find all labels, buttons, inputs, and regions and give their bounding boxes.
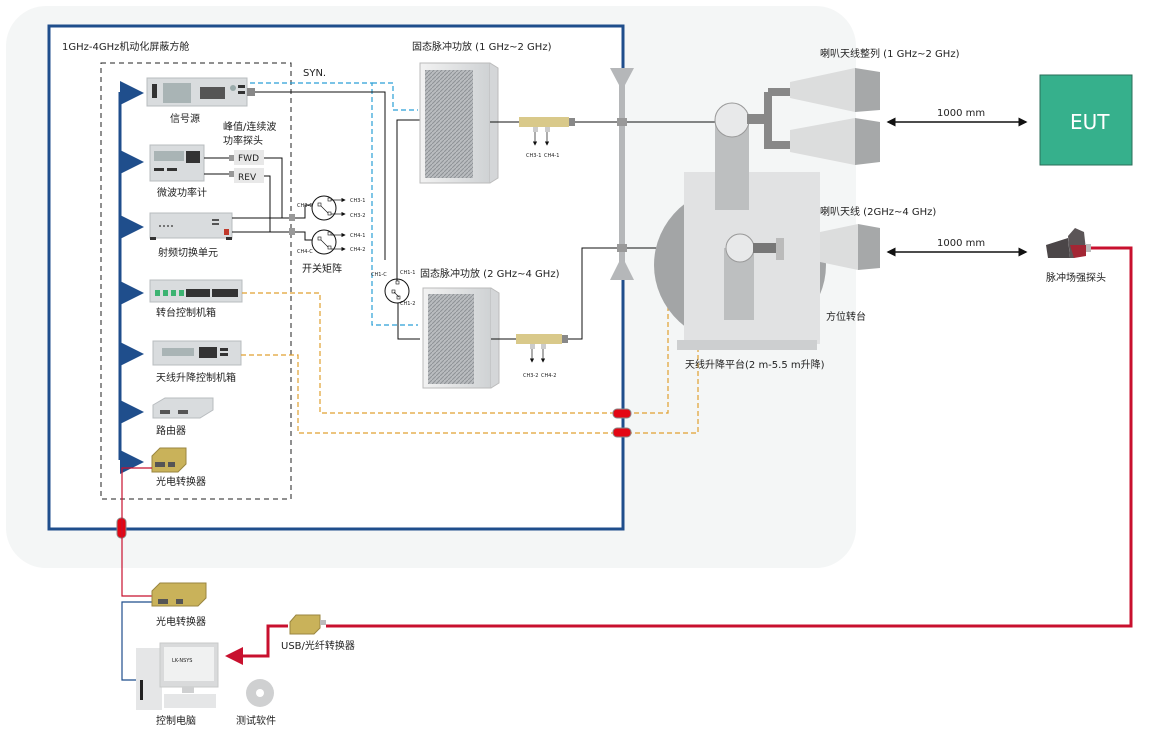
amplifier-2-rack[interactable] bbox=[422, 287, 500, 389]
coupler-1 bbox=[519, 117, 575, 146]
ch1c-label: CH1-C bbox=[371, 272, 387, 278]
fiber-line bbox=[326, 246, 1133, 628]
ch3-2-label: CH3-2 bbox=[350, 213, 365, 219]
field-probe-device[interactable] bbox=[1046, 228, 1091, 258]
horn-array-label: 喇叭天线整列 (1 GHz~2 GHz) bbox=[820, 47, 960, 60]
syn-line bbox=[250, 82, 418, 326]
coupler2-ch-a: CH3-2 bbox=[523, 373, 538, 379]
syn-label: SYN. bbox=[303, 68, 326, 79]
signal-source-device[interactable] bbox=[146, 77, 255, 107]
signal-source-rf-line bbox=[255, 91, 386, 260]
pc-brand-label: LK-NSYS bbox=[172, 658, 193, 664]
chamber-title: 1GHz-4GHz机动化屏蔽方舱 bbox=[62, 40, 189, 53]
usb-fiber-converter-device[interactable] bbox=[289, 614, 326, 635]
control-bus bbox=[118, 81, 144, 474]
lift-platform-label: 天线升降平台(2 m-5.5 m升降) bbox=[685, 358, 825, 371]
usb-fiber-label: USB/光纤转换器 bbox=[281, 639, 355, 652]
control-pc-device[interactable]: LK-NSYS bbox=[136, 642, 219, 710]
rf-switch-unit-label: 射频切换单元 bbox=[158, 246, 218, 259]
signal-source-label: 信号源 bbox=[170, 112, 200, 125]
distance-1-label: 1000 mm bbox=[937, 108, 985, 119]
eut-label: EUT bbox=[1070, 110, 1110, 134]
ch3c-label: CH3-C bbox=[297, 203, 313, 209]
probe-fwd[interactable]: FWD bbox=[204, 150, 264, 165]
switch-ch1[interactable] bbox=[384, 278, 410, 304]
ch1-2-label: CH1-2 bbox=[400, 301, 415, 307]
horn-antenna-array bbox=[790, 68, 880, 165]
router-device[interactable] bbox=[152, 397, 214, 419]
ch1-out2-line bbox=[397, 303, 420, 340]
oe-converter-outside-device[interactable] bbox=[151, 582, 207, 607]
horn-antenna-single bbox=[820, 224, 880, 270]
ch4-2-label: CH4-2 bbox=[350, 247, 365, 253]
mast-lower bbox=[724, 233, 784, 320]
eut-box[interactable]: EUT bbox=[1039, 74, 1133, 166]
amplifier-1-label: 固态脉冲功放 (1 GHz~2 GHz) bbox=[412, 40, 552, 53]
switch-matrix-label: 开关矩阵 bbox=[302, 262, 342, 275]
coupler-2 bbox=[516, 334, 568, 363]
mast-upper bbox=[714, 88, 790, 210]
ethernet-pc-line bbox=[121, 601, 152, 681]
power-probe-label-1: 峰值/连续波 bbox=[223, 120, 276, 133]
ch4-1-label: CH4-1 bbox=[350, 233, 365, 239]
rev-label: REV bbox=[238, 173, 257, 183]
feedthrough-connectors bbox=[116, 408, 632, 539]
coupler1-ch-b: CH4-1 bbox=[544, 153, 559, 159]
ch4c-label: CH4-C bbox=[297, 249, 313, 255]
oe-converter-outside-label: 光电转换器 bbox=[156, 615, 206, 628]
power-meter-label: 微波功率计 bbox=[157, 186, 207, 199]
fwd-label: FWD bbox=[238, 154, 259, 164]
ch1-1-label: CH1-1 bbox=[400, 270, 415, 276]
rev-line bbox=[264, 175, 271, 232]
field-probe-label: 脉冲场强探头 bbox=[1046, 271, 1106, 284]
ch3-1-label: CH3-1 bbox=[350, 198, 365, 204]
horn-single-label: 喇叭天线 (2GHz~4 GHz) bbox=[820, 205, 936, 218]
probe-rev[interactable]: REV bbox=[204, 168, 264, 183]
ch1-out1-line bbox=[396, 119, 420, 279]
test-software-disc-icon[interactable] bbox=[246, 679, 274, 707]
switch-ch4[interactable] bbox=[295, 229, 346, 255]
test-software-label: 测试软件 bbox=[236, 714, 276, 727]
oe-converter-inside-label: 光电转换器 bbox=[156, 475, 206, 488]
fwd-line bbox=[264, 157, 283, 218]
usb-link bbox=[225, 624, 288, 665]
turntable-control-label: 转台控制机箱 bbox=[156, 306, 216, 319]
router-label: 路由器 bbox=[156, 424, 186, 437]
control-lines bbox=[241, 292, 699, 434]
antenna-lift-control-label: 天线升降控制机箱 bbox=[156, 371, 236, 384]
wall-penetration bbox=[610, 68, 634, 280]
switch-ch3[interactable] bbox=[295, 195, 346, 221]
power-meter-device[interactable] bbox=[149, 144, 205, 182]
fiber-internal bbox=[121, 467, 152, 597]
turntable-control-device[interactable] bbox=[149, 279, 243, 303]
distance-2-label: 1000 mm bbox=[937, 238, 985, 249]
power-probe-label-2: 功率探头 bbox=[223, 134, 263, 147]
connector bbox=[289, 214, 295, 221]
azimuth-turntable-label: 方位转台 bbox=[826, 310, 866, 323]
coupler2-ch-b: CH4-2 bbox=[541, 373, 556, 379]
amplifier-2-label: 固态脉冲功放 (2 GHz~4 GHz) bbox=[420, 267, 560, 280]
amplifier-1-rack[interactable] bbox=[419, 62, 499, 184]
control-pc-label: 控制电脑 bbox=[156, 714, 196, 727]
rf-switch-unit-device[interactable] bbox=[149, 212, 233, 240]
equipment-cabinet-outline bbox=[100, 62, 292, 500]
antenna-lift-control-device[interactable] bbox=[152, 340, 242, 366]
coupler1-ch-a: CH3-1 bbox=[526, 153, 541, 159]
connector bbox=[289, 228, 295, 235]
oe-converter-inside-device[interactable] bbox=[151, 447, 187, 473]
